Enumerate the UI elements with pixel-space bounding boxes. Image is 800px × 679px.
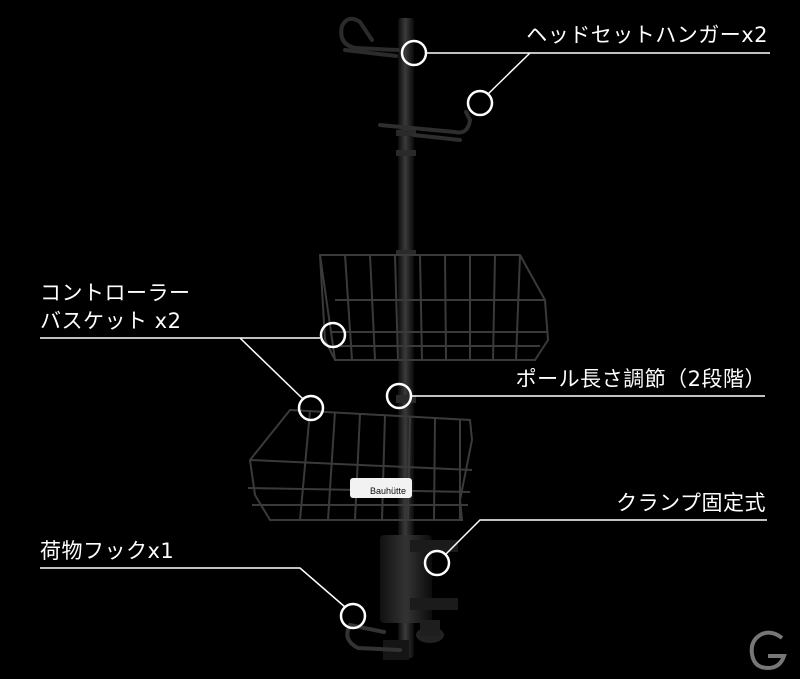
leader-line-basket [40,337,320,400]
callout-controller-basket-line1: コントローラー [40,281,191,305]
callout-clamp: クランプ固定式 [616,491,766,515]
leader-line-headset [426,52,770,95]
callout-pole-adjust: ポール長さ調節（2段階） [515,367,766,391]
callout-headset-hanger: ヘッドセットハンガーx2 [526,23,768,47]
callout-controller-basket-line2: バスケット x2 [40,309,182,333]
site-watermark-icon [749,630,787,671]
callout-marker-headset-bottom [466,89,494,117]
leader-line-clamp [444,519,767,556]
callout-hook: 荷物フックx1 [40,539,175,563]
luggage-hook [345,622,402,652]
controller-basket-lower [247,408,474,521]
leader-line-hook [40,567,346,608]
headset-hanger-bottom [378,110,473,142]
controller-basket-upper [318,254,550,361]
callout-marker-clamp [423,549,451,577]
brand-logo-text: Bauhütte [369,486,407,496]
brand-plate [350,478,412,498]
callout-marker-basket-upper [319,321,347,349]
clamp [380,535,458,660]
callout-marker-basket-lower [297,394,325,422]
callout-marker-hook [339,602,367,630]
headset-hanger-top [339,16,400,58]
